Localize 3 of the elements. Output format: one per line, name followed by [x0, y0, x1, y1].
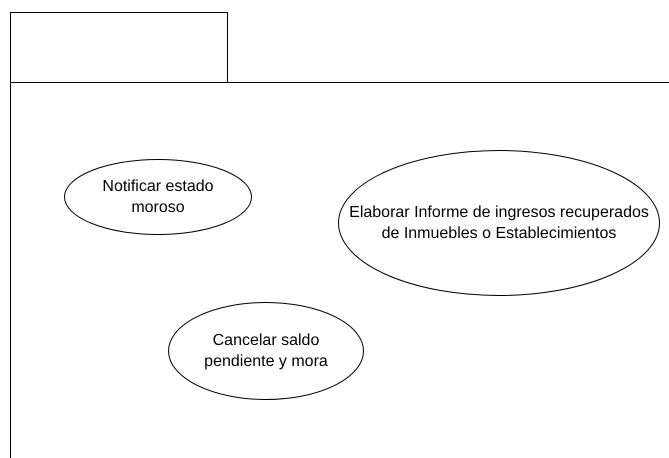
- use-case-label: Elaborar Informe de ingresos recuperados de Inmuebles o Establecimientos: [349, 203, 649, 244]
- use-case-label: Cancelar saldo pendiente y mora: [203, 331, 329, 372]
- use-case-label: Notificar estado moroso: [101, 177, 215, 218]
